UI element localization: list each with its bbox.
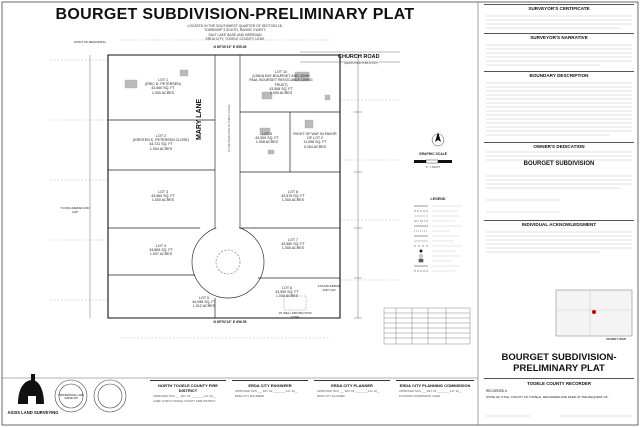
recorder-title: TOOELE COUNTY RECORDER xyxy=(527,381,591,386)
bearing-top: N 89°39'13" E 655.89 xyxy=(213,45,247,49)
subtitle-line: TOWNSHIP 3 SOUTH, RANGE 3 WEST, xyxy=(204,28,266,33)
signature-role: ERDA CITY ENGINEER xyxy=(235,395,264,399)
mary-lane-sub: (TO BE DEDICATED AS PUBLIC ROAD) xyxy=(228,104,231,152)
subtitle-line: ERDA CITY, TOOELE COUNTY, UTAH xyxy=(205,36,265,41)
signature-title: NORTH TOOELE COUNTY FIRE DISTRICT xyxy=(158,383,218,393)
legend-title: LEGEND xyxy=(430,197,446,201)
signature-title: ERDA CITY PLANNING COMMISSION xyxy=(399,383,471,388)
subtitle-line: SALT LAKE BASE AND MERIDIAN xyxy=(208,32,262,37)
plat-title: BOURGET SUBDIVISION-PRELIMINARY PLAT xyxy=(55,6,415,23)
bearing-bottom: N 89°52'16" E 656.55 xyxy=(213,320,247,324)
spartan-helmet-icon xyxy=(18,374,44,404)
signature-title: ERDA CITY PLANNER xyxy=(331,383,373,388)
lot-label: LOT 2(KRISTEN K. PETERSEN CLOSE)43,731 S… xyxy=(133,134,189,151)
recorder-line: STATE OF UTAH, COUNTY OF TOOELE, RECORDE… xyxy=(486,395,609,399)
surveyor-seal: PROFESSIONAL LAND SURVEYOR xyxy=(58,394,84,400)
scale-units: 1" = 60 FT xyxy=(426,165,440,169)
surveyor-narrative-heading: SURVEYOR'S NARRATIVE xyxy=(484,33,634,40)
scale-label: GRAPHIC SCALE xyxy=(418,152,448,156)
surveyor-certificate-heading: SURVEYOR'S CERTIFICATE xyxy=(484,4,634,11)
plat-subtitle: LOCATED IN THE SOUTHWEST QUARTER OF SECT… xyxy=(150,24,320,41)
firm-name: ASSIS LAND SURVEYING xyxy=(7,410,59,415)
boundary-description-heading: BOUNDARY DESCRIPTION xyxy=(484,71,634,78)
church-road-label: CHURCH ROAD xyxy=(338,54,380,60)
signature-approval: APPROVED THIS ___ DAY OF ________ A.D. 2… xyxy=(317,390,380,393)
signature-role: ERDA CITY PLANNER xyxy=(317,395,345,399)
young-rebar-note: YOUNG REBAR AND CAP xyxy=(60,206,90,215)
recorder-block: TOOELE COUNTY RECORDER RECORDED # STATE … xyxy=(484,378,634,399)
fire-district-signature: NORTH TOOELE COUNTY FIRE DISTRICT APPROV… xyxy=(150,380,226,404)
title-block: BOURGET SUBDIVISION- PRELIMINARY PLAT xyxy=(484,352,634,374)
title-block-line: PRELIMINARY PLAT xyxy=(513,363,605,374)
found-rebar-note: FOUND REBAR AND CAP xyxy=(318,284,340,293)
church-road-sub: (DEDICATED PUBLIC RD) xyxy=(344,61,378,65)
lot-label: LOT 10(LINDA KAY BOURGET AND JOHN PAUL B… xyxy=(249,70,313,96)
individual-acknowledgment-heading: INDIVIDUAL ACKNOWLEDGMENT xyxy=(484,220,634,227)
owners-dedication-heading: OWNER'S DEDICATION xyxy=(484,142,634,149)
signature-title: ERDA CITY ENGINEER xyxy=(248,383,292,388)
signature-approval: APPROVED THIS ___ DAY OF ________ A.D. 2… xyxy=(235,390,298,393)
signature-role: CHIEF, NORTH TOOELE COUNTY FIRE DISTRICT xyxy=(153,400,216,404)
well-note: 10' WELL PROTECTION ZONE xyxy=(278,311,312,320)
point-of-beginning-note: POINT OF BEGINNING xyxy=(74,40,106,44)
title-block-line: BOURGET SUBDIVISION- xyxy=(501,352,617,363)
vicinity-map-label: VICINITY MAP xyxy=(605,337,627,341)
signature-role: PLANNING COMMISSION CHAIR xyxy=(399,395,441,399)
signature-approval: APPROVED THIS ___ DAY OF ________ A.D. 2… xyxy=(153,395,216,398)
subtitle-line: LOCATED IN THE SOUTHWEST QUARTER OF SECT… xyxy=(187,24,283,28)
planning-commission-signature: ERDA CITY PLANNING COMMISSION APPROVED T… xyxy=(396,380,474,399)
mary-lane-label: MARY LANE xyxy=(196,98,203,140)
signature-approval: APPROVED THIS ___ DAY OF ________ A.D. 2… xyxy=(399,390,462,393)
subdivision-name: BOURGET SUBDIVISION xyxy=(523,161,595,167)
recorder-number: RECORDED # xyxy=(486,389,507,393)
city-planner-signature: ERDA CITY PLANNER APPROVED THIS ___ DAY … xyxy=(314,380,390,399)
city-engineer-signature: ERDA CITY ENGINEER APPROVED THIS ___ DAY… xyxy=(232,380,308,399)
